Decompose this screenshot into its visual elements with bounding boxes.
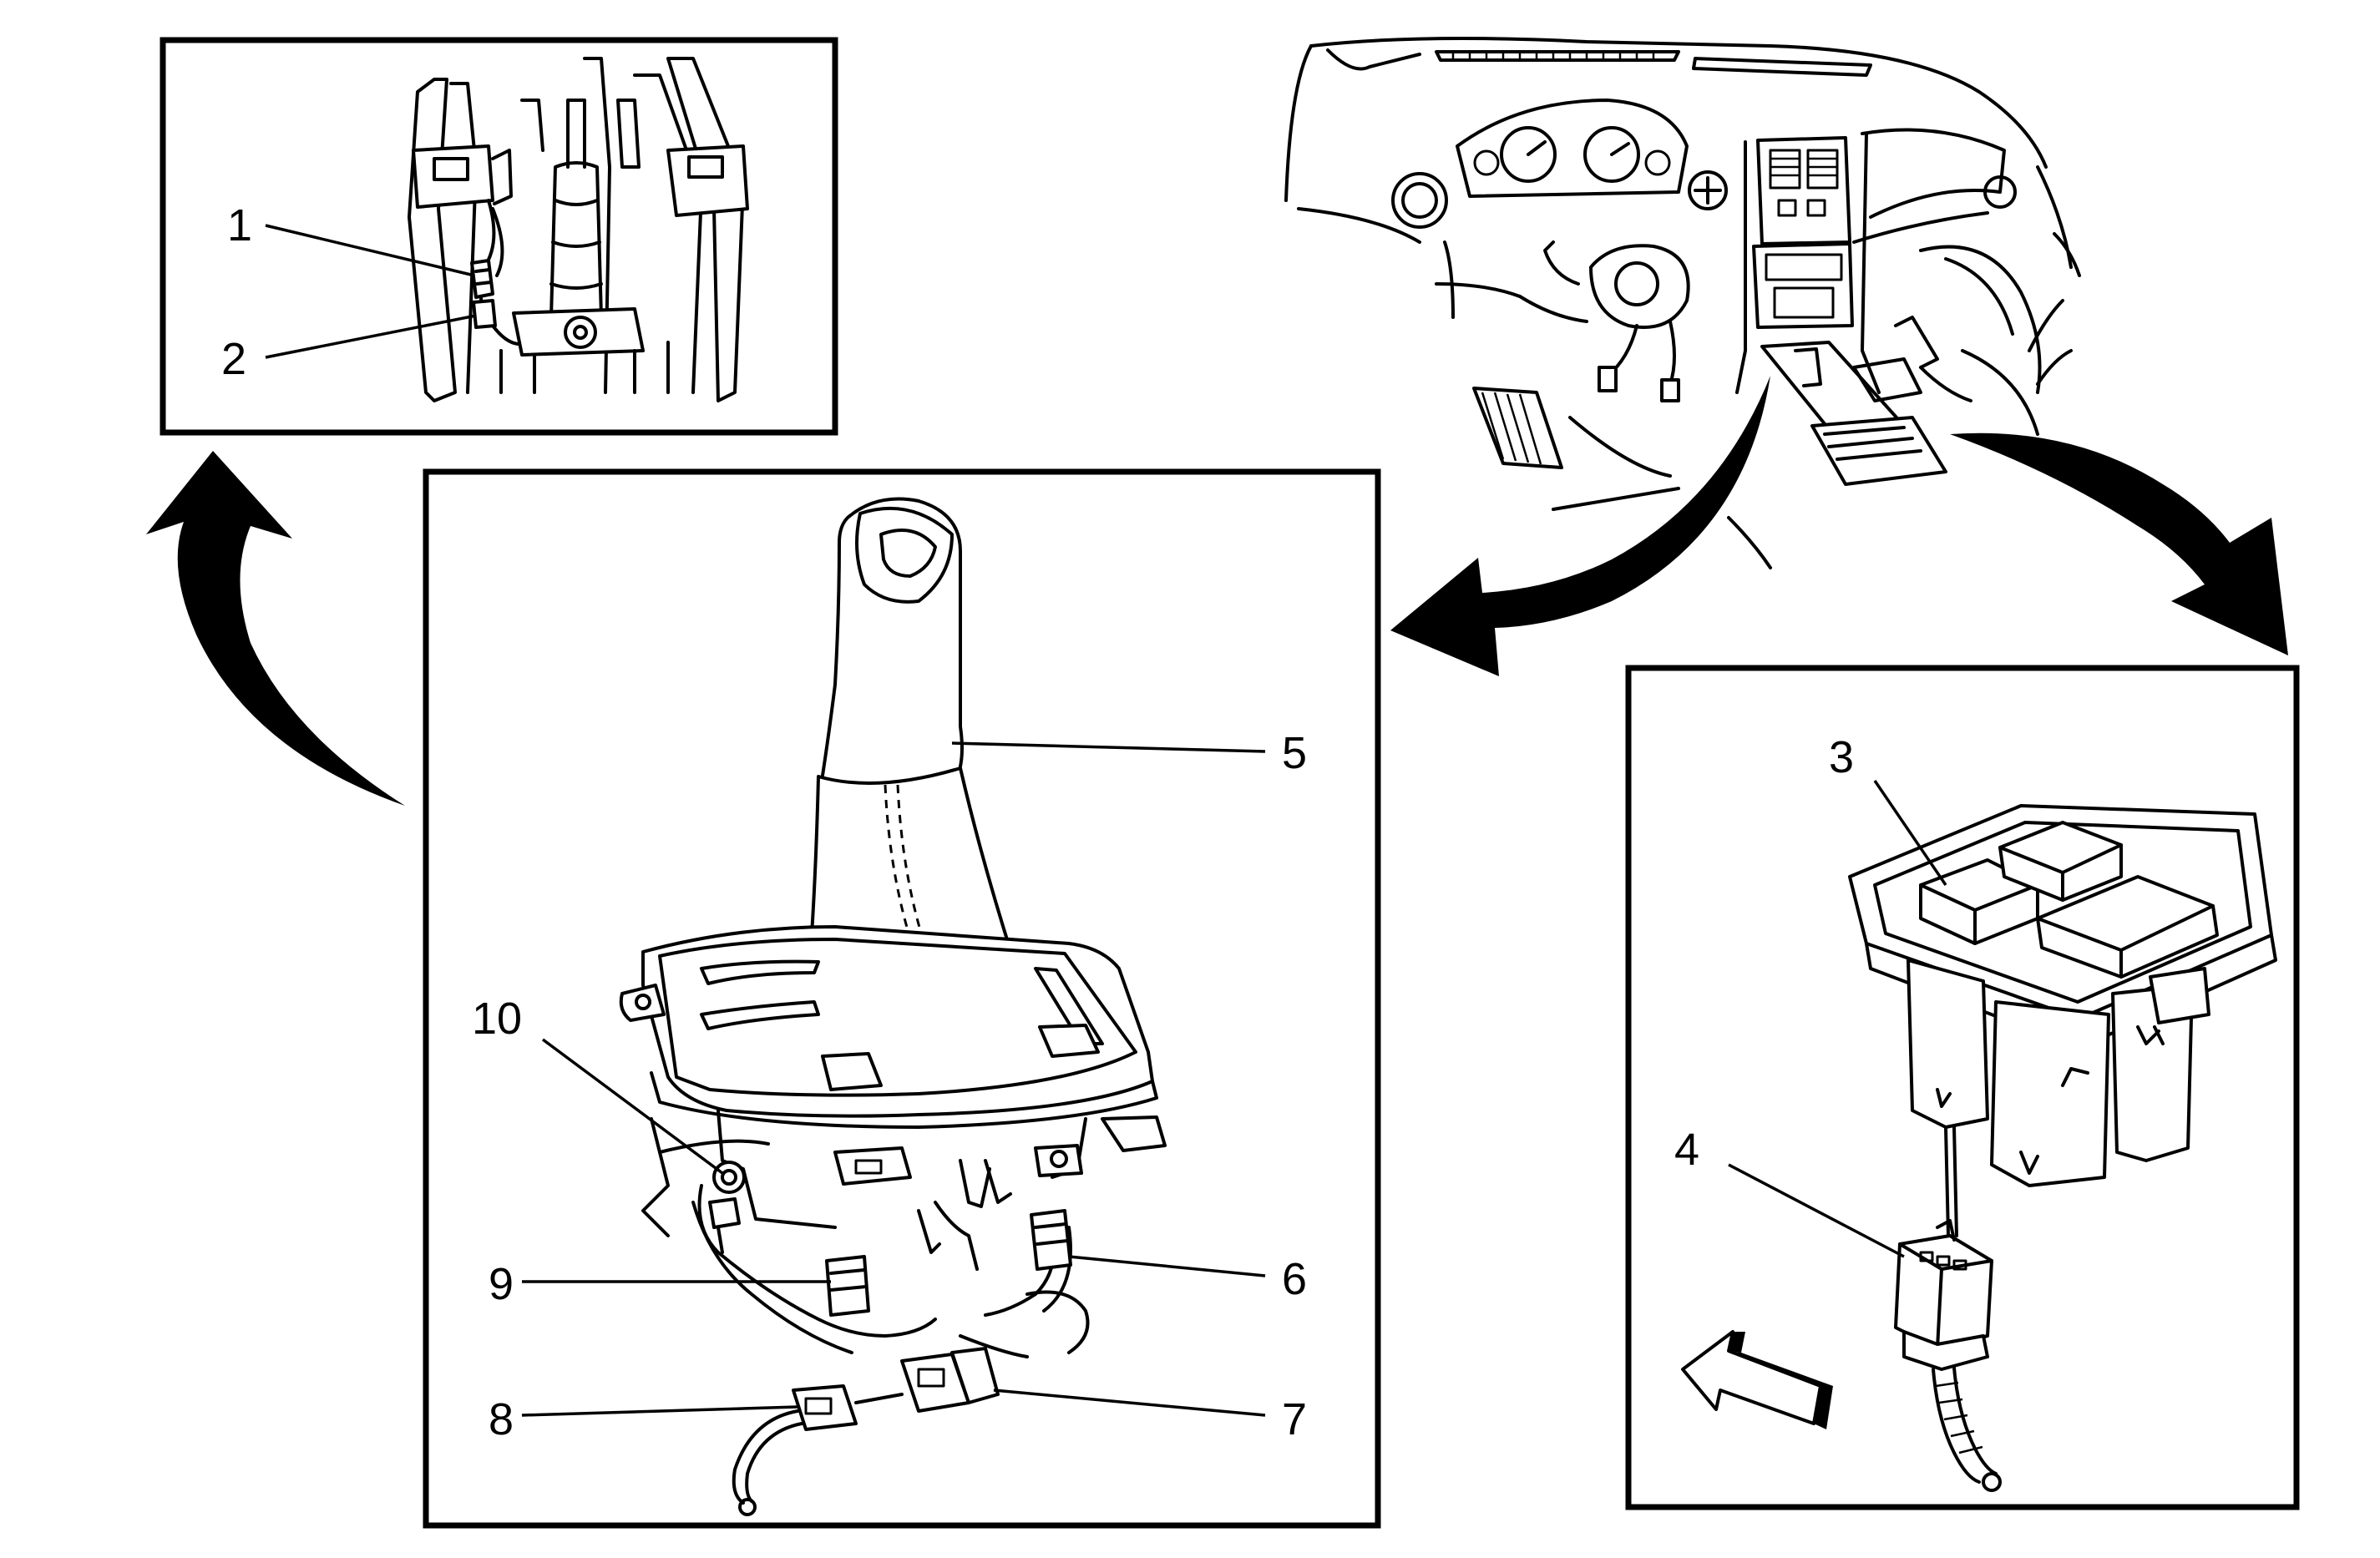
callout-4: 4 [1674,1125,1699,1175]
switch-panel-frame [1625,665,2300,1510]
callout-3: 3 [1829,732,1854,782]
callout-10: 10 [472,994,522,1044]
leader-5 [951,741,1266,753]
arrow-to-shifter-panel [1390,376,1770,676]
leader-10 [541,1038,724,1175]
arrow-to-switch-panel [1950,432,2288,655]
leader-8 [521,1405,798,1417]
switch-assembly-panel: 3 4 [1625,665,2300,1510]
shifter-assembly-panel: 5 6 7 8 9 10 [423,468,1381,1529]
detail-panel-console-connectors: 1 2 [160,37,838,436]
callout-2: 2 [221,334,246,384]
leader-1 [265,224,475,277]
vehicle-interior-overview [1284,37,2081,569]
callout-8: 8 [489,1394,514,1444]
shifter-assembly-illustration [619,497,1167,1516]
callout-7: 7 [1282,1394,1307,1444]
callout-6: 6 [1282,1254,1307,1304]
callout-9: 9 [489,1259,514,1309]
callout-5: 5 [1282,728,1307,778]
leader-7 [993,1389,1266,1417]
leader-3 [1873,780,1947,886]
leader-4 [1728,1163,1905,1258]
shifter-panel-frame [423,468,1381,1529]
leader-6 [1068,1255,1266,1277]
detail-panel-frame [160,37,838,436]
console-base-illustration [408,57,749,402]
callout-1: 1 [227,200,252,250]
leader-2 [265,314,477,359]
arrow-to-top-left-panel [146,451,405,806]
switch-assembly-illustration [1681,804,2277,1492]
